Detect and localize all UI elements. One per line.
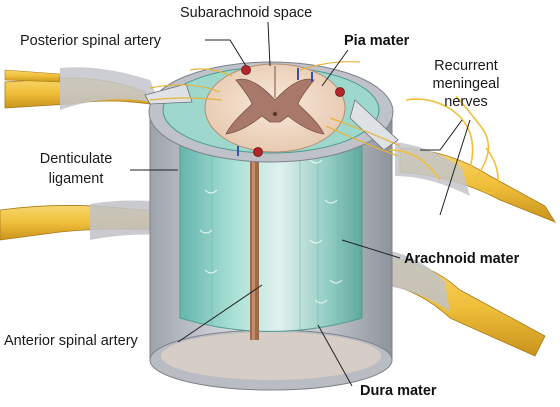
leader-lines [130,21,471,387]
anterior-spinal-artery-section [253,147,263,157]
label-recurrent-meningeal-nerves-line1: Recurrent [434,58,498,74]
label-denticulate-ligament-line2: ligament [49,171,104,187]
anterior-spinal-artery [250,150,259,340]
top-cross-section [144,61,401,163]
label-denticulate-ligament-line1: Denticulate [40,151,113,167]
label-anterior-spinal-artery: Anterior spinal artery [4,333,139,349]
posterior-spinal-artery-right [335,87,345,97]
label-recurrent-meningeal-nerves-line3: nerves [444,94,488,110]
label-subarachnoid-space: Subarachnoid space [180,5,312,21]
recurrent-meningeal-nerves [389,95,499,194]
posterior-spinal-artery-left [241,65,251,75]
labels: Subarachnoid space Posterior spinal arte… [4,5,520,399]
denticulate-ligament-right [349,99,399,151]
label-arachnoid-mater: Arachnoid mater [404,251,520,267]
nerve-roots [0,67,556,357]
label-dura-mater: Dura mater [360,383,437,399]
label-pia-mater: Pia mater [344,33,410,49]
gray-matter [225,78,325,135]
label-posterior-spinal-artery: Posterior spinal artery [20,33,162,49]
label-recurrent-meningeal-nerves-line2: meningeal [433,76,500,92]
